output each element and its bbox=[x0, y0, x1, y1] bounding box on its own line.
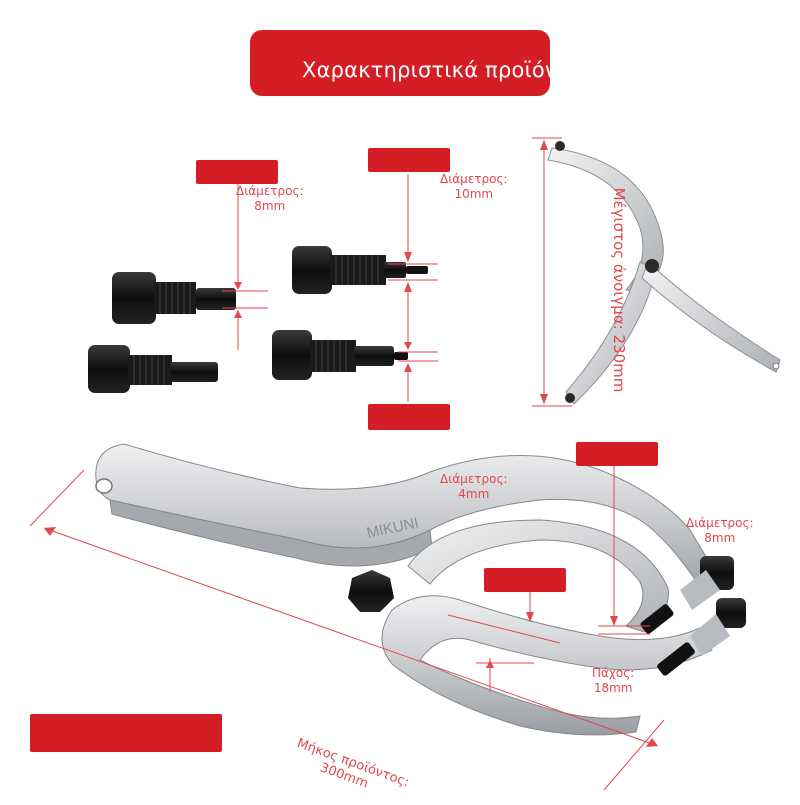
wrench-main bbox=[95, 443, 746, 736]
wrench-open-view bbox=[547, 141, 781, 405]
label-diameter-8-right: Διάμετρος: 8mm bbox=[686, 516, 754, 545]
label-tag-bolt-bottom bbox=[368, 404, 450, 430]
label-tag-diameter-4 bbox=[484, 568, 566, 592]
label-tag-length bbox=[30, 714, 222, 752]
label-diameter-10: Διάμετρος: 10mm bbox=[440, 172, 508, 201]
bolt-8mm-bottom bbox=[88, 345, 218, 393]
label-tag-diameter-10 bbox=[368, 148, 450, 172]
bolt-10mm-top bbox=[292, 246, 428, 294]
wrench-dimension-arrows bbox=[44, 527, 658, 747]
label-thickness: Πάχος: 18mm bbox=[592, 666, 635, 695]
label-diameter-4: Διάμετρος: 4mm bbox=[440, 472, 508, 501]
label-tag-diameter-8 bbox=[196, 160, 278, 184]
bolt-8mm-top bbox=[112, 272, 236, 324]
bolt-dimension-arrows bbox=[234, 252, 412, 372]
label-tag-diameter-8-right bbox=[576, 442, 658, 466]
label-diameter-8: Διάμετρος: 8mm bbox=[236, 184, 304, 213]
opening-dimension bbox=[532, 137, 572, 407]
wrench-dimension-lines bbox=[29, 462, 665, 791]
title-banner bbox=[250, 30, 550, 96]
bolt-10mm-bottom bbox=[272, 330, 408, 380]
page-title: Χαρακτηριστικά προϊόντος bbox=[302, 58, 596, 82]
